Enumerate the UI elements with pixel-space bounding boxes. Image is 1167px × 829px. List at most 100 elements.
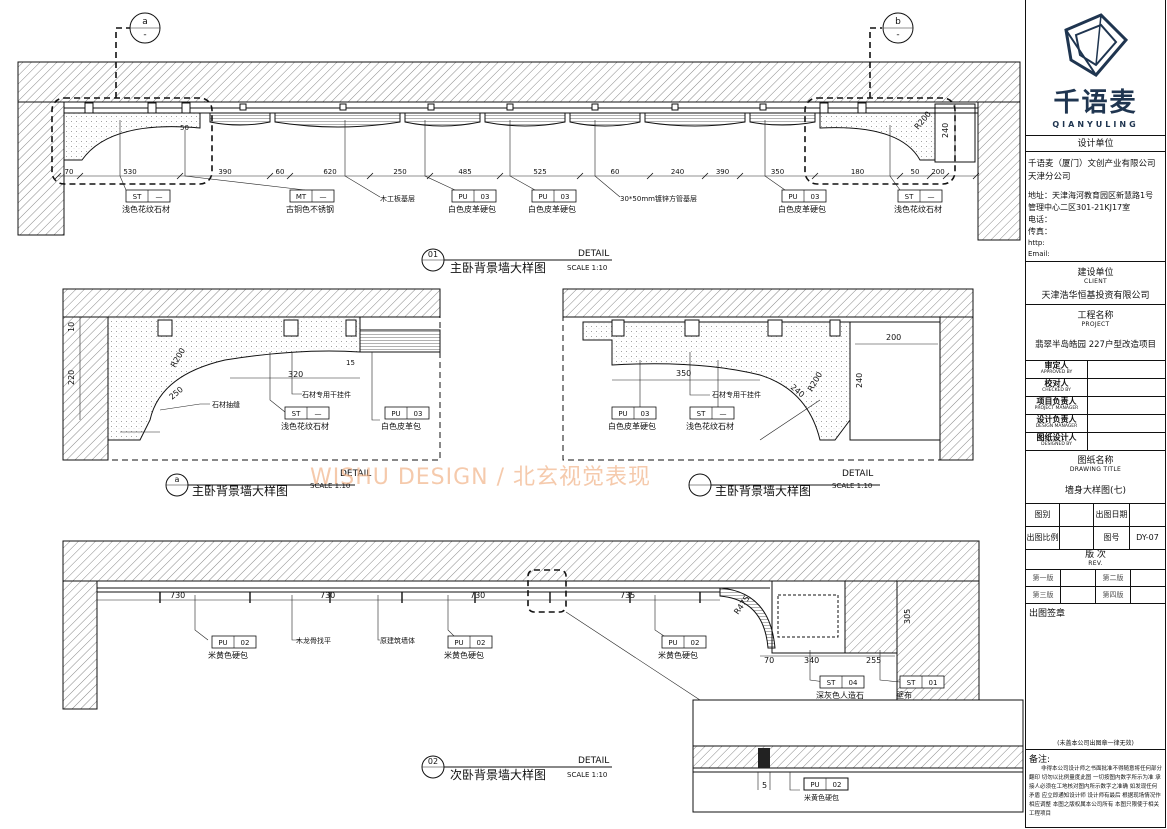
svg-text:PU: PU (788, 193, 797, 201)
svg-text:主卧背景墙大样图: 主卧背景墙大样图 (192, 483, 288, 498)
svg-text:石材专用干挂件: 石材专用干挂件 (302, 390, 351, 399)
client-heading: 建设单位 (1077, 268, 1114, 278)
drawing-title-heading: 图纸名称 (1077, 456, 1114, 466)
da-material-tag: ST—浅色花纹石材 (281, 406, 330, 431)
callout-circle-a: a - (129, 12, 161, 44)
svg-text:—: — (720, 410, 727, 418)
svg-text:古铜色不锈钢: 古铜色不锈钢 (286, 204, 334, 214)
client-en: CLIENT (1083, 278, 1108, 285)
svg-text:a: a (175, 475, 180, 484)
dim-tick (54, 172, 62, 180)
svg-text:石材抽缝: 石材抽缝 (212, 400, 240, 409)
svg-text:305: 305 (903, 609, 912, 624)
svg-text:ST: ST (905, 193, 914, 201)
d2-material-tag: ST 04 深灰色人造石 (816, 675, 865, 700)
dim-tick (942, 172, 950, 180)
svg-text:—: — (156, 193, 163, 201)
d1-dim-text: 350 (771, 168, 784, 176)
svg-text:04: 04 (849, 679, 858, 687)
d1-dim-text: 200 (931, 168, 944, 176)
svg-text:PU: PU (538, 193, 547, 201)
svg-text:白色皮革包: 白色皮革包 (381, 421, 421, 431)
svg-text:240: 240 (855, 373, 864, 388)
svg-text:MT: MT (296, 193, 307, 201)
logo-icon (1064, 13, 1129, 77)
svg-text:浅色花纹石材: 浅色花纹石材 (894, 204, 942, 214)
svg-text:米黄色硬包: 米黄色硬包 (208, 650, 248, 660)
dim-tick (286, 172, 294, 180)
svg-text:ST: ST (907, 679, 916, 687)
db-material-tag: PU 03 白色皮革硬包 (608, 406, 657, 431)
dim-tick (701, 172, 709, 180)
dim-tick (896, 172, 904, 180)
callout-box-d2 (527, 569, 567, 613)
logo-text: 千语麦 (1053, 88, 1138, 118)
project-heading: 工程名称 (1077, 311, 1114, 321)
d1-height: 240 (941, 123, 950, 138)
dim-tick (266, 172, 274, 180)
svg-text:浅色花纹石材: 浅色花纹石材 (281, 421, 329, 431)
svg-text:深灰色人造石: 深灰色人造石 (816, 690, 864, 700)
dim-tick (76, 172, 84, 180)
project-name: 翡翠半岛皓园 227户型改造项目 (1035, 340, 1156, 350)
svg-text:DETAIL: DETAIL (578, 756, 609, 766)
svg-text:SCALE 1:10: SCALE 1:10 (310, 482, 350, 490)
dim-tick (426, 172, 434, 180)
designer-name: 千语麦（厦门）文创产业有限公司天津分公司 (1028, 159, 1156, 182)
dim-tick (811, 172, 819, 180)
logo-area: 千语麦 QIANYULING (1026, 0, 1165, 136)
svg-text:15: 15 (346, 359, 355, 367)
dim-tick (576, 172, 584, 180)
stamp-note: (未盖本公司出图章一律无效) (1057, 740, 1134, 747)
svg-text:730: 730 (470, 591, 485, 600)
svg-text:ST: ST (827, 679, 836, 687)
d1-dim-50: 50 (180, 124, 189, 132)
svg-text:01: 01 (929, 679, 938, 687)
svg-text:PU: PU (458, 193, 467, 201)
callout-circle-b: b - (882, 12, 914, 44)
leather-panels (209, 112, 816, 128)
designer-email: Email: (1028, 250, 1050, 258)
svg-text:-: - (143, 30, 146, 40)
svg-text:DETAIL: DETAIL (340, 469, 371, 479)
svg-text:米黄色硬包: 米黄色硬包 (804, 793, 839, 802)
drawing-number: DY-07 (1136, 533, 1159, 542)
d1-dim-text: 485 (458, 168, 471, 176)
svg-text:03: 03 (641, 410, 650, 418)
svg-text:ST: ST (133, 193, 142, 201)
svg-text:白色皮革硬包: 白色皮革硬包 (608, 421, 656, 431)
dim-tick (366, 172, 374, 180)
svg-text:—: — (315, 410, 322, 418)
svg-text:次卧背景墙大样图: 次卧背景墙大样图 (450, 767, 546, 782)
svg-text:730: 730 (320, 591, 335, 600)
svg-text:PU: PU (618, 410, 627, 418)
svg-text:01: 01 (428, 250, 438, 259)
d1-dim-text: 60 (276, 168, 285, 176)
svg-text:石材专用干挂件: 石材专用干挂件 (712, 390, 761, 399)
detail-02-title: 02 次卧背景墙大样图 DETAIL SCALE 1:10 (421, 755, 612, 782)
d1-note-1: 30*50mm镀锌方管基层 (620, 194, 697, 203)
svg-text:a: a (142, 17, 148, 27)
svg-text:SCALE 1:10: SCALE 1:10 (567, 771, 607, 779)
svg-text:ST: ST (697, 410, 706, 418)
ceiling-slab (17, 61, 1021, 103)
detail-02: 730 730 730 735 R475 70 340 255 305 木龙骨找… (62, 540, 1024, 813)
svg-text:—: — (928, 193, 935, 201)
logo-sub: QIANYULING (1052, 120, 1139, 129)
stamp-label: 出图签章 (1029, 609, 1066, 619)
svg-text:PU: PU (810, 781, 819, 789)
dim-tick (176, 172, 184, 180)
svg-text:PU: PU (668, 639, 677, 647)
drawing-title: 墙身大样图(七) (1064, 486, 1127, 496)
detail-a: 320 10 220 15 250 R200 石材抽缝 石材专用干挂件 ST—浅… (62, 288, 441, 461)
